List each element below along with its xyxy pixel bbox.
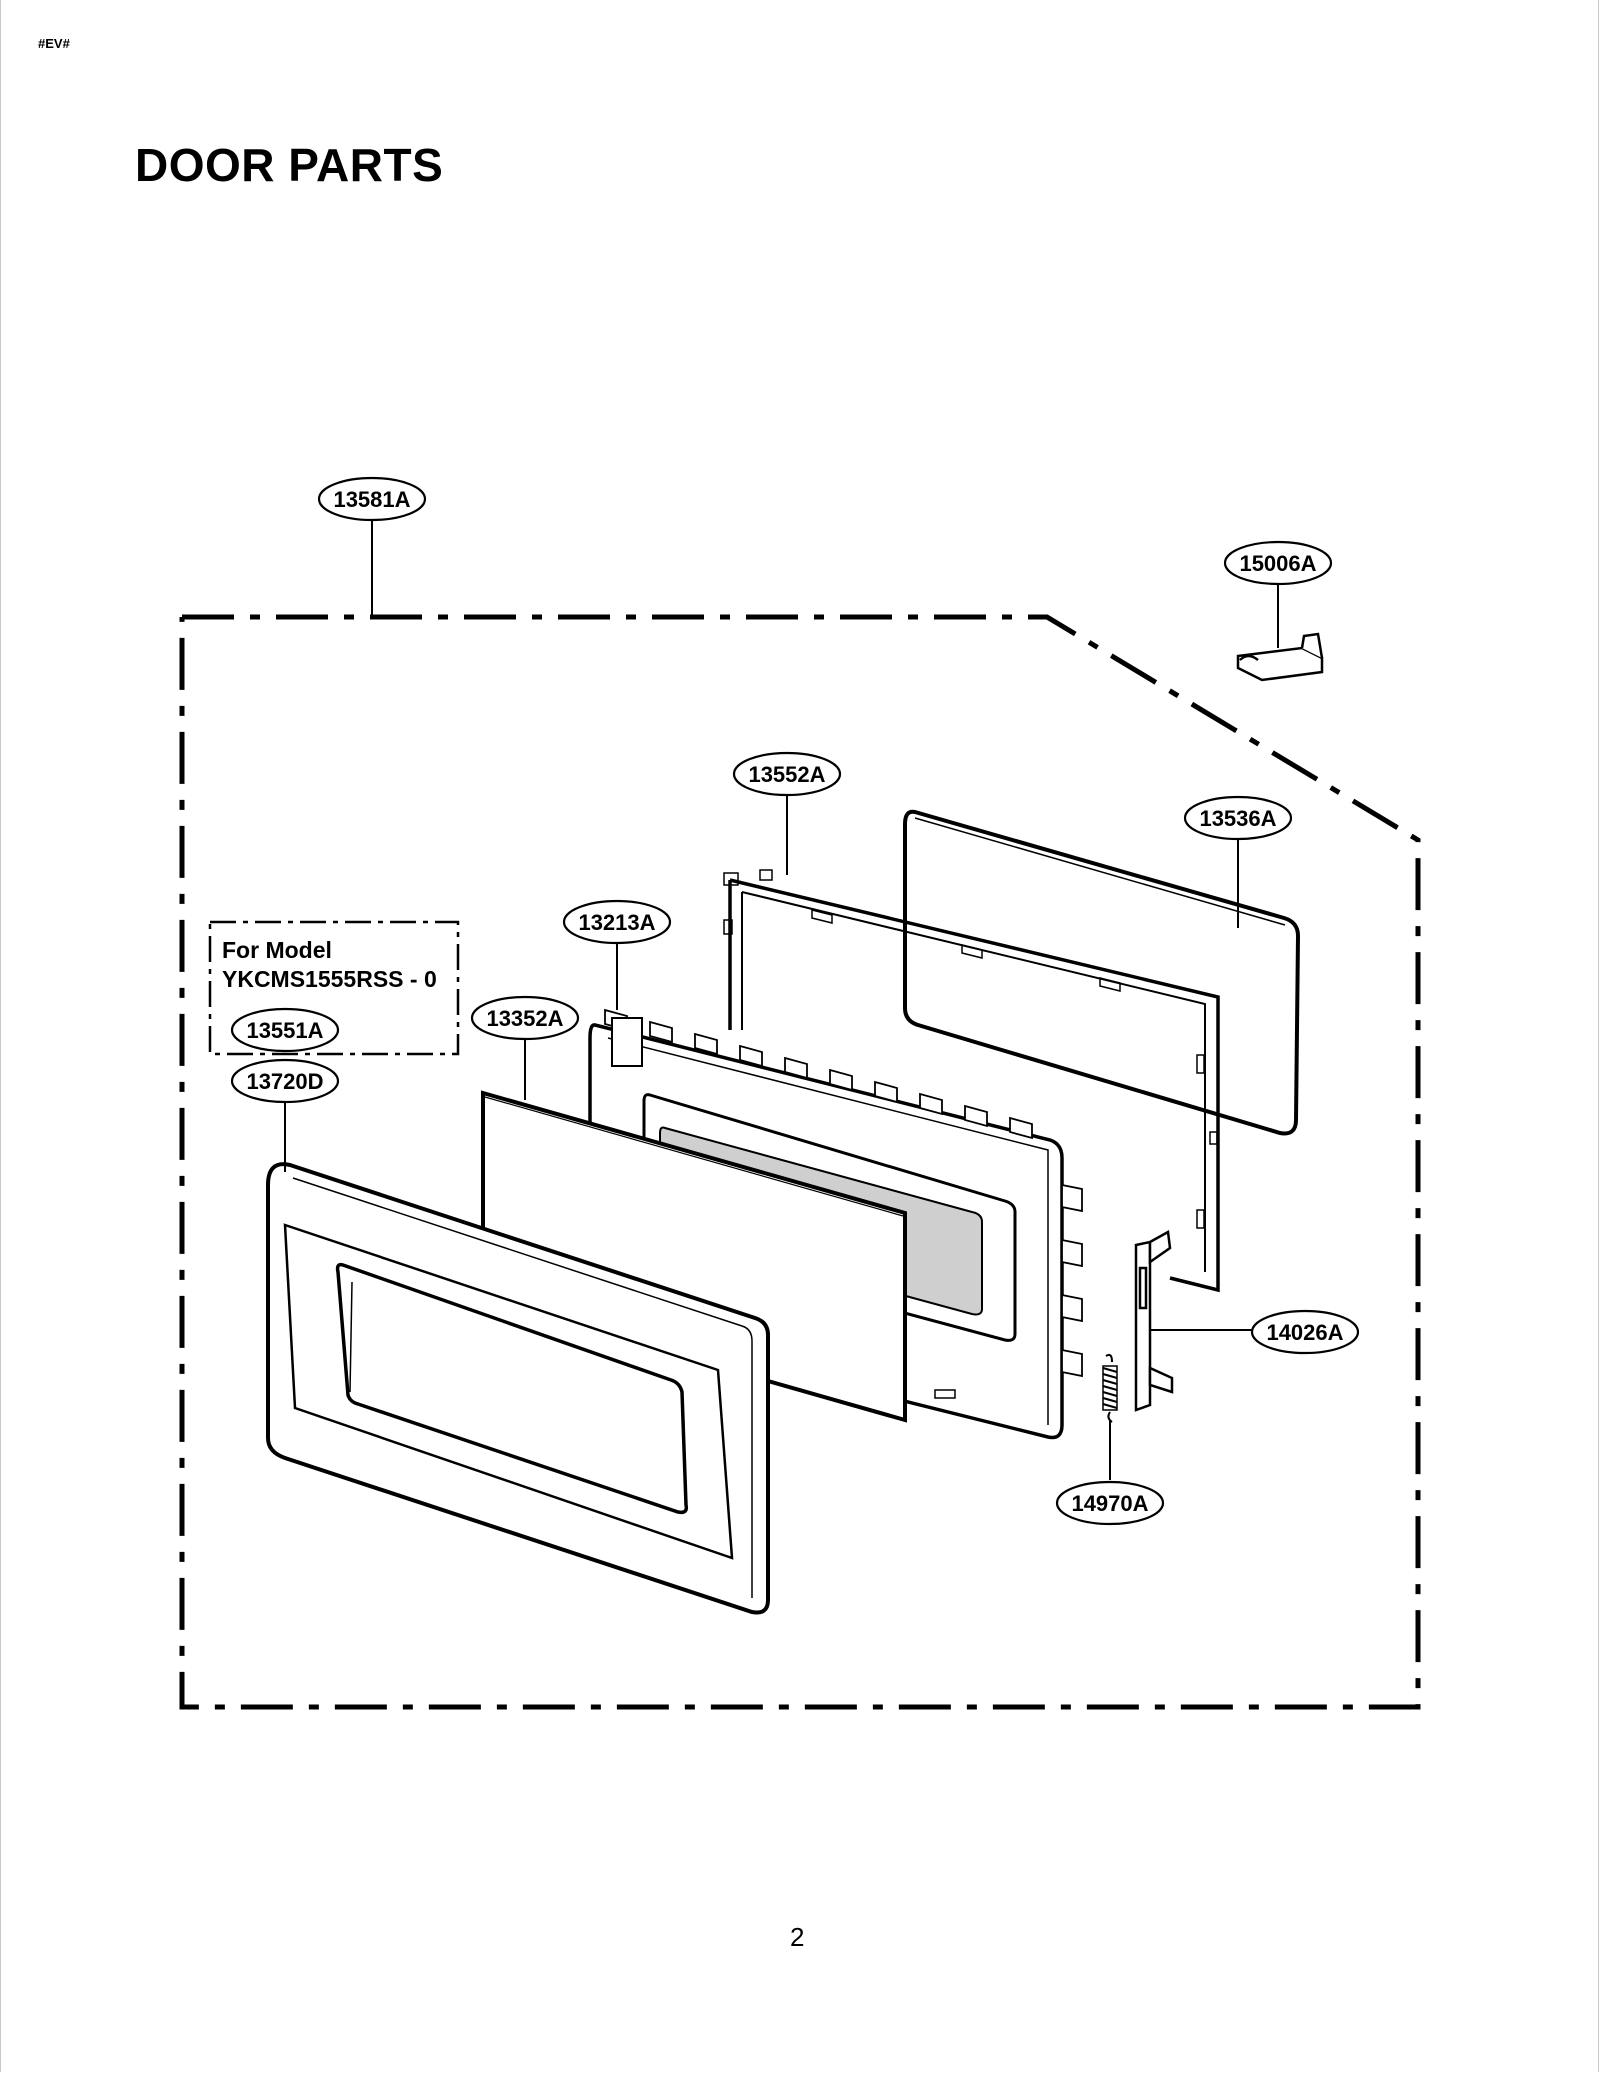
callout-spring: 14970A	[1055, 1480, 1165, 1526]
spring-part	[1102, 1353, 1118, 1423]
svg-text:13213A: 13213A	[578, 910, 655, 935]
callout-door-panel: 13720D	[230, 1058, 340, 1104]
latch-part	[1134, 1230, 1174, 1412]
page-title: DOOR PARTS	[135, 139, 444, 191]
svg-text:13536A: 13536A	[1199, 806, 1276, 831]
callout-latch: 14026A	[1250, 1309, 1360, 1355]
callout-hook-lever: 15006A	[1223, 540, 1333, 586]
svg-text:13551A: 13551A	[246, 1018, 323, 1043]
svg-text:14970A: 14970A	[1071, 1491, 1148, 1516]
model-note-line2: YKCMS1555RSS - 0	[222, 966, 437, 992]
svg-text:13581A: 13581A	[333, 487, 410, 512]
callout-door-frame: 13213A	[562, 899, 672, 945]
leader-lines	[284, 520, 1279, 1480]
model-note-line1: For Model	[222, 937, 332, 963]
door-cover-part	[903, 809, 1301, 1136]
callout-model-part: 13551A	[230, 1007, 340, 1053]
callout-door-assembly: 13581A	[317, 476, 427, 522]
svg-text:13552A: 13552A	[748, 762, 825, 787]
assembly-boundary	[179, 614, 1421, 1710]
svg-text:13352A: 13352A	[486, 1006, 563, 1031]
door-panel-part	[266, 1162, 770, 1615]
document-tag: #EV#	[38, 36, 70, 51]
callout-choke-frame: 13552A	[732, 751, 842, 797]
svg-text:15006A: 15006A	[1239, 551, 1316, 576]
page-number: 2	[790, 1922, 805, 1952]
hook-lever-part	[1236, 632, 1324, 682]
callout-glass-panel: 13352A	[470, 995, 580, 1041]
callout-door-cover: 13536A	[1183, 795, 1293, 841]
svg-text:13720D: 13720D	[246, 1069, 323, 1094]
svg-text:14026A: 14026A	[1266, 1320, 1343, 1345]
choke-frame-part	[723, 869, 1220, 1293]
